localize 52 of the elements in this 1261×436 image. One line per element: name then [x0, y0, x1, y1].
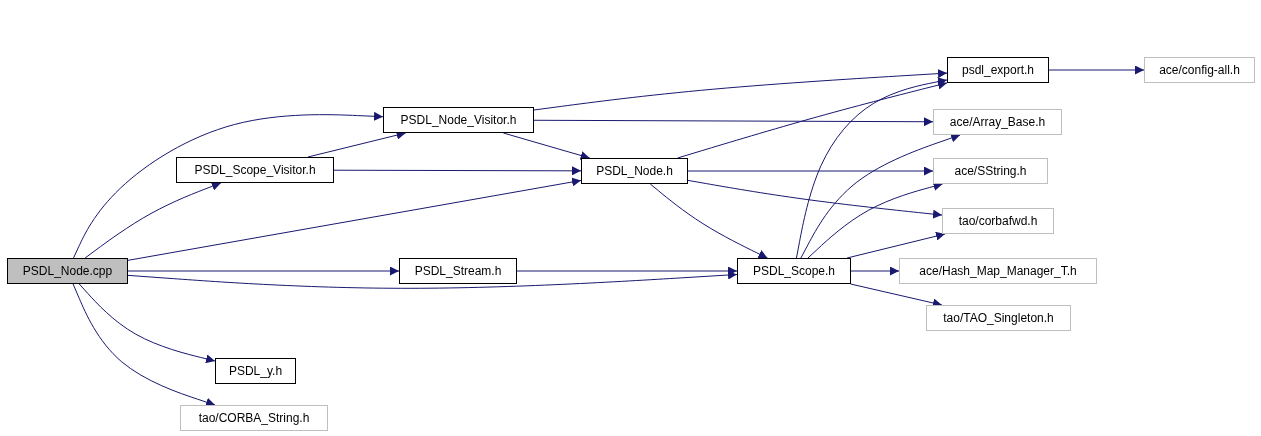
- file-box: [180, 405, 328, 431]
- arrow: [72, 283, 216, 407]
- arrow: [1048, 65, 1145, 75]
- arrow: [649, 183, 768, 259]
- arrow: [127, 177, 582, 261]
- arrow: [533, 69, 948, 111]
- file-box: [581, 158, 688, 184]
- file-name: psdl_export.h: [961, 63, 1034, 77]
- arrow: [800, 133, 961, 259]
- arrow: [846, 231, 946, 259]
- file-box: [1144, 57, 1255, 83]
- file-name: ace/SString.h: [954, 164, 1027, 178]
- file-box: [926, 305, 1071, 331]
- file-box: [737, 258, 851, 284]
- arrow: [516, 266, 738, 276]
- arrow: [850, 266, 900, 276]
- arrow: [73, 111, 384, 259]
- file-name: PSDL_Stream.h: [414, 264, 502, 278]
- arrow: [502, 132, 591, 160]
- file-name: tao/corbafwd.h: [958, 214, 1038, 228]
- arrow: [687, 179, 943, 219]
- file-box: [947, 57, 1049, 83]
- arrow: [807, 182, 943, 259]
- file-name: PSDL_Scope_Visitor.h: [194, 163, 316, 177]
- arrow: [677, 80, 948, 159]
- file-name: ace/Array_Base.h: [949, 115, 1046, 129]
- arrow: [533, 117, 934, 127]
- arrow: [687, 166, 934, 176]
- file-name: ace/config-all.h: [1159, 63, 1240, 77]
- file-box: [215, 358, 296, 384]
- file-box: [399, 258, 517, 284]
- file-name: PSDL_Scope.h: [752, 264, 836, 278]
- file-name: ace/Hash_Map_Manager_T.h: [919, 264, 1077, 278]
- file-name: PSDL_Node.h: [596, 164, 673, 178]
- file-box: [7, 258, 128, 284]
- file-box: [176, 157, 334, 183]
- file-name: tao/CORBA_String.h: [198, 411, 310, 425]
- arrow: [127, 270, 738, 289]
- file-box: [933, 158, 1048, 184]
- arrow: [333, 166, 582, 176]
- file-name: PSDL_Node_Visitor.h: [400, 113, 517, 127]
- arrow: [78, 283, 216, 364]
- file-name: PSDL_Node.cpp: [22, 264, 113, 278]
- file-box: [899, 258, 1097, 284]
- file-box: [383, 107, 534, 133]
- file-box: [942, 208, 1054, 234]
- file-name: PSDL_y.h: [228, 364, 283, 378]
- arrow: [795, 77, 948, 259]
- file-box: [933, 109, 1062, 135]
- file-name: tao/TAO_Singleton.h: [943, 311, 1054, 325]
- arrow: [127, 266, 400, 276]
- arrow: [84, 182, 222, 259]
